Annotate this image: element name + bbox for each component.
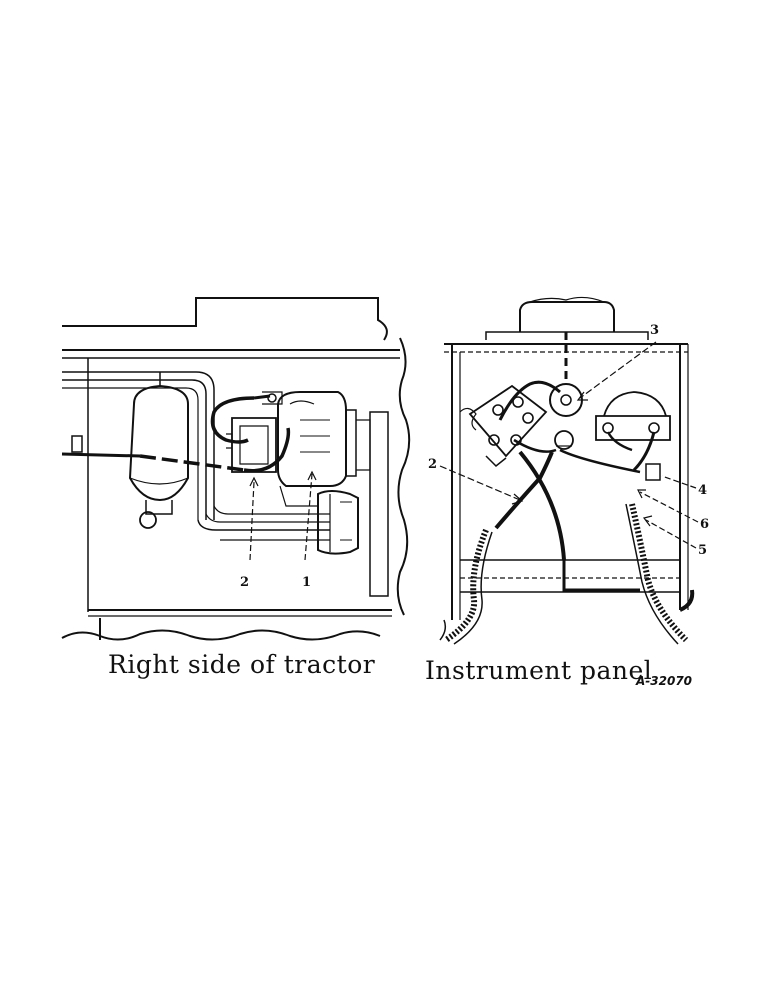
instrument-panel-illustration: [439, 296, 699, 645]
callout-2-right: 2: [428, 457, 437, 472]
caption-right-side-of-tractor: Right side of tractor: [108, 650, 376, 679]
callout-4-right: 4: [698, 483, 707, 498]
figure-code: A-32070: [636, 674, 693, 688]
callout-1-left: 1: [302, 575, 311, 590]
callout-6-right: 6: [700, 517, 709, 532]
callout-2-left: 2: [240, 575, 249, 590]
caption-instrument-panel: Instrument panel: [425, 656, 653, 685]
callout-5-right: 5: [698, 543, 707, 558]
tractor-side-illustration: [61, 297, 411, 641]
callout-3-right: 3: [650, 323, 659, 338]
